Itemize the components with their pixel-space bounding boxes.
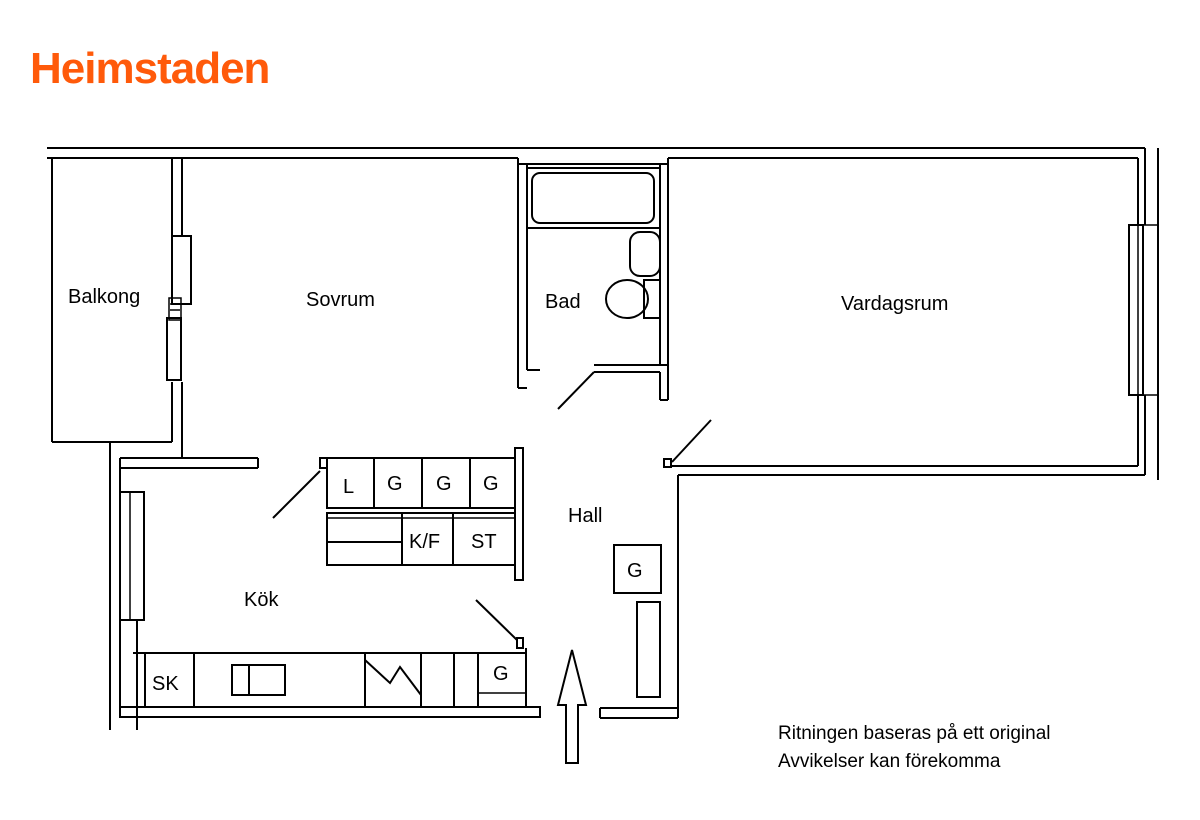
toilet-tank-icon (643, 279, 661, 319)
closet-door (475, 599, 518, 641)
wardrobe-block (319, 447, 524, 581)
wardrobe-label-g1: G (387, 473, 403, 495)
kitchen-door (272, 470, 321, 519)
toilet-bowl-icon (605, 279, 649, 319)
doors (272, 371, 712, 641)
bath-door (557, 371, 595, 410)
dishwasher-icon (364, 659, 422, 696)
brand-logo: Heimstaden (30, 44, 269, 93)
entrance-arrow-icon (556, 649, 588, 764)
disclaimer-line-2: Avvikelser kan förekomma (778, 751, 1001, 772)
wardrobe-label-l: L (343, 476, 354, 498)
living-room-door (671, 419, 712, 463)
kitchen-counter (133, 637, 527, 707)
outer-walls (47, 147, 1159, 730)
room-label-vardagsrum: Vardagsrum (841, 293, 948, 315)
room-label-hall: Hall (568, 505, 602, 527)
kitchen-label-g: G (493, 663, 509, 685)
room-label-balkong: Balkong (68, 286, 140, 308)
hall-closet (613, 544, 662, 698)
sink-icon (629, 231, 661, 277)
kitchen-sink-icon (231, 664, 286, 696)
wardrobe-label-g3: G (483, 473, 499, 495)
bathtub-icon (531, 172, 655, 224)
wardrobe-label-kf: K/F (409, 531, 440, 553)
disclaimer-line-1: Ritningen baseras på ett original (778, 723, 1051, 744)
room-label-sovrum: Sovrum (306, 289, 375, 311)
kitchen-label-sk: SK (152, 673, 179, 695)
wardrobe-label-st: ST (471, 531, 497, 553)
room-label-bad: Bad (545, 291, 581, 313)
bathroom (517, 164, 669, 401)
wardrobe-label-g2: G (436, 473, 452, 495)
hall-closet-label: G (627, 560, 643, 582)
room-label-kok: Kök (244, 589, 279, 611)
